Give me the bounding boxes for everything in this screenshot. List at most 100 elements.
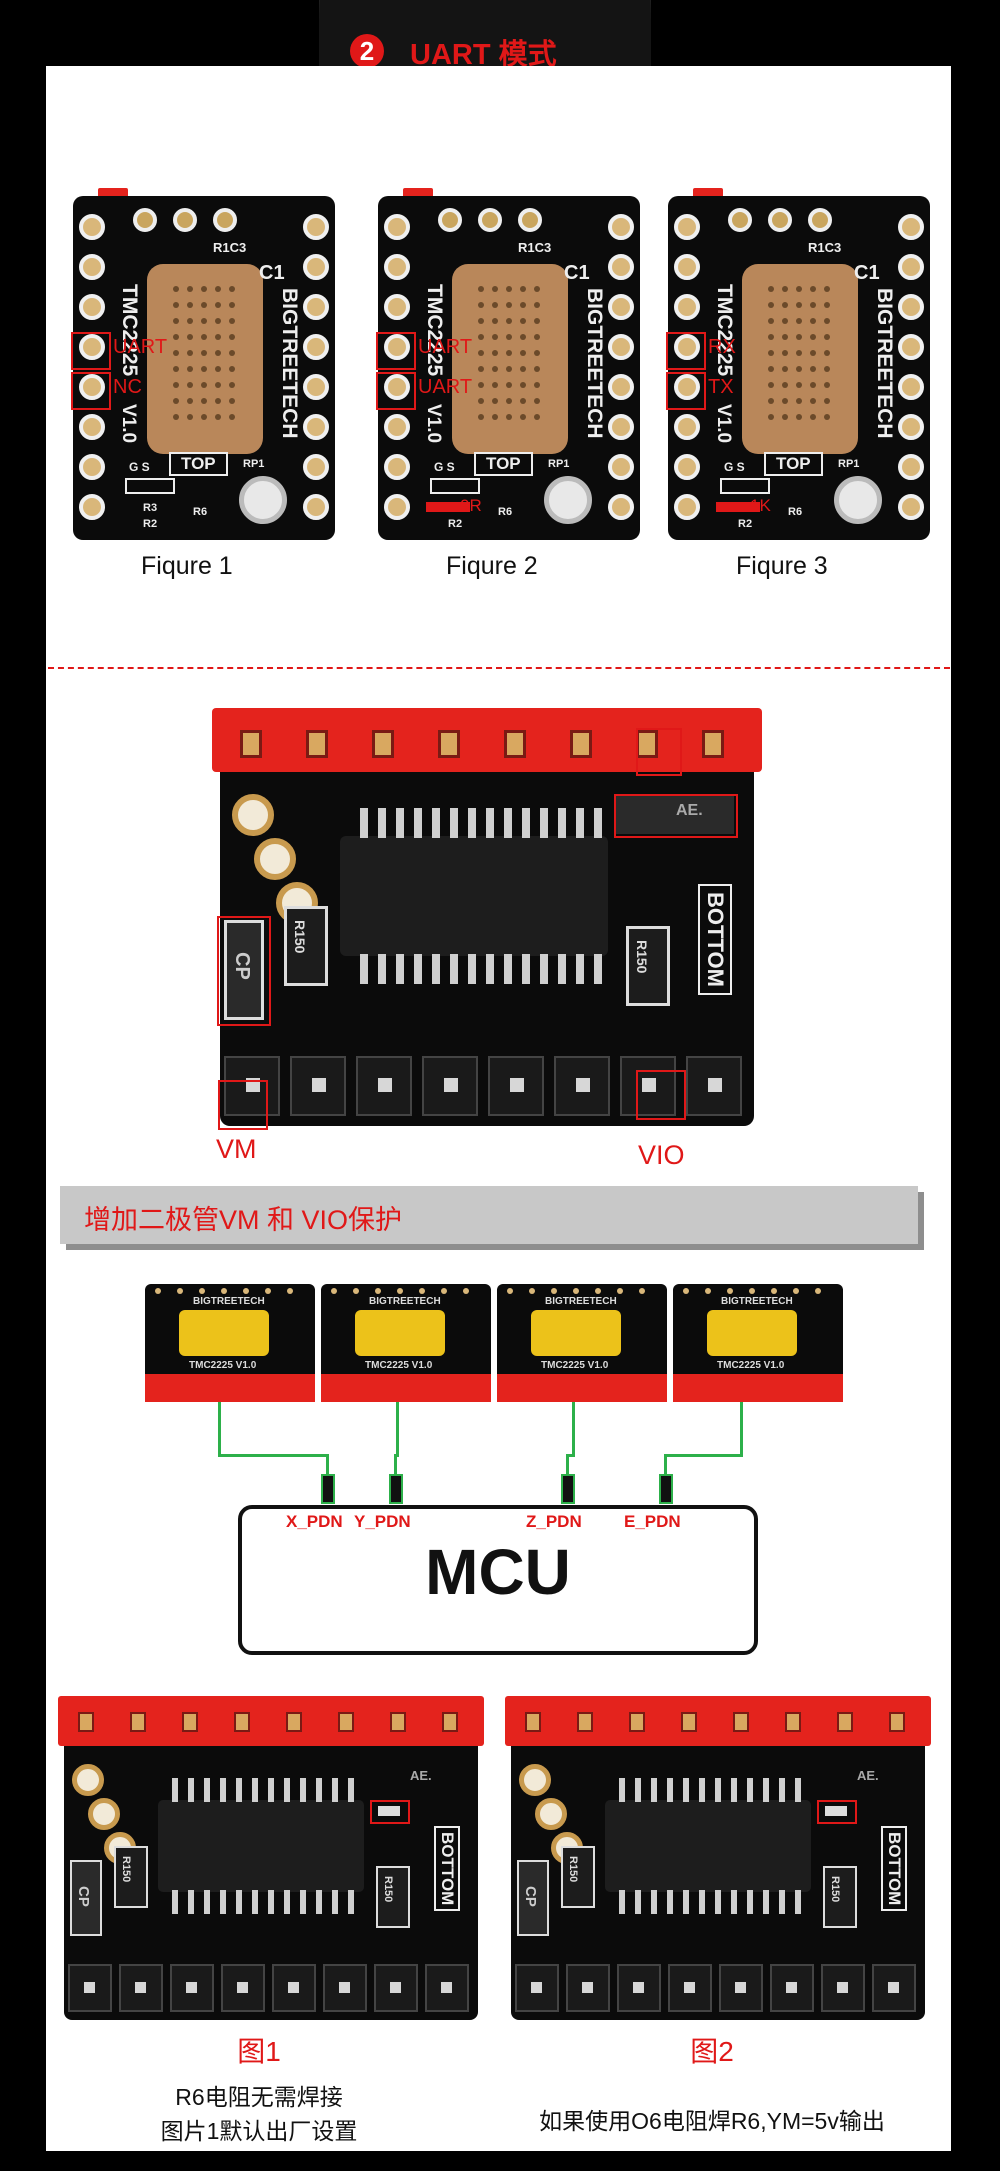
chip-pin (450, 808, 458, 838)
silk-top: TOP (764, 452, 823, 476)
pin-right (898, 494, 924, 520)
highlight-box (666, 372, 706, 410)
pin-right (303, 254, 329, 280)
mini-pin (595, 1288, 601, 1294)
banner (60, 1186, 918, 1244)
pad-hole (215, 318, 221, 324)
bottom-pin-housing (119, 1964, 163, 2012)
pad-hole (782, 286, 788, 292)
pad-hole (506, 302, 512, 308)
pin-left (79, 414, 105, 440)
pad-hole (229, 366, 235, 372)
resistor-mark (716, 502, 760, 512)
silk-cp: CP (75, 1886, 92, 1907)
cp-diode (224, 920, 264, 1020)
silk-c1: C1 (259, 262, 285, 284)
pin-label: TX (708, 376, 734, 398)
pad-hole (201, 398, 207, 404)
bottom-pin (576, 1078, 590, 1092)
pad-hole (534, 318, 540, 324)
silk-cp: CP (522, 1886, 539, 1907)
chip-pin (252, 1778, 258, 1802)
silk-r2: R2 (448, 518, 463, 530)
pin-label: UART (418, 336, 473, 358)
via (478, 208, 502, 232)
pad-hole (201, 286, 207, 292)
pad-hole (534, 286, 540, 292)
pdn-connector (321, 1474, 335, 1504)
bottom-pin (312, 1078, 326, 1092)
highlight-box-vio (636, 1070, 686, 1120)
chip-pin (378, 954, 386, 984)
silk-brand: BIGTREETECH (545, 1296, 617, 1307)
silk-brand: BIGTREETECH (873, 288, 896, 439)
chip-pin (619, 1778, 625, 1802)
pad-hole (768, 318, 774, 324)
mini-header-strip (145, 1374, 315, 1402)
pad-hole (187, 334, 193, 340)
silk-r150: R150 (829, 1876, 841, 1903)
pad-hole (810, 398, 816, 404)
chip-pin (558, 954, 566, 984)
pad-hole (187, 366, 193, 372)
silk-top: TOP (169, 452, 228, 476)
pad-hole (534, 334, 540, 340)
chip-pin (486, 808, 494, 838)
pad-hole (187, 318, 193, 324)
mini-pin (771, 1288, 777, 1294)
pad-hole (824, 414, 830, 420)
chip-pin (188, 1890, 194, 1914)
pin-left (79, 334, 105, 360)
chip-pin (731, 1778, 737, 1802)
pad-hole (173, 414, 179, 420)
pad-hole (520, 286, 526, 292)
highlight-box (666, 332, 706, 370)
silk-gs: G S (434, 460, 455, 474)
chip-pin (220, 1890, 226, 1914)
pad-hole (506, 334, 512, 340)
chip-pin (635, 1778, 641, 1802)
chip-pin (360, 808, 368, 838)
chip-pin (635, 1890, 641, 1914)
mini-pin (749, 1288, 755, 1294)
header-pin (338, 1712, 354, 1732)
chip-pin (236, 1778, 242, 1802)
silk-gs: G S (129, 460, 150, 474)
pad-hole (201, 382, 207, 388)
mini-heatsink (531, 1310, 621, 1356)
silk-r2: R2 (143, 518, 158, 530)
pad-hole (810, 334, 816, 340)
pad-hole (782, 382, 788, 388)
header-pin (240, 730, 262, 758)
chip-pin (683, 1778, 689, 1802)
pin-left (674, 294, 700, 320)
driver-chip (158, 1800, 364, 1892)
silk-r1c3: R1C3 (808, 240, 842, 255)
silk-r150: R150 (634, 940, 650, 974)
chip-pin (348, 1778, 354, 1802)
silk-top: TOP (474, 452, 533, 476)
pad-hole (810, 382, 816, 388)
silk-r6: R6 (193, 506, 208, 518)
chip-pin (204, 1778, 210, 1802)
mini-pin (155, 1288, 161, 1294)
resistor-label: 0R (460, 496, 482, 515)
mini-header-strip (673, 1374, 843, 1402)
highlight-box-r6 (817, 1800, 857, 1824)
pad-hole (492, 318, 498, 324)
wire (664, 1454, 743, 1457)
bottom-pin (135, 1982, 146, 1993)
pad-hole (520, 302, 526, 308)
pin-left (384, 214, 410, 240)
pad-hole (201, 366, 207, 372)
pad-hole (201, 414, 207, 420)
pad-hole (810, 286, 816, 292)
pad-hole (796, 414, 802, 420)
pad-hole (824, 398, 830, 404)
bottom-pin (84, 1982, 95, 1993)
pdn-connector (561, 1474, 575, 1504)
pad-hole (782, 334, 788, 340)
wire (326, 1454, 329, 1476)
pad-hole (492, 302, 498, 308)
chip-pin (699, 1778, 705, 1802)
